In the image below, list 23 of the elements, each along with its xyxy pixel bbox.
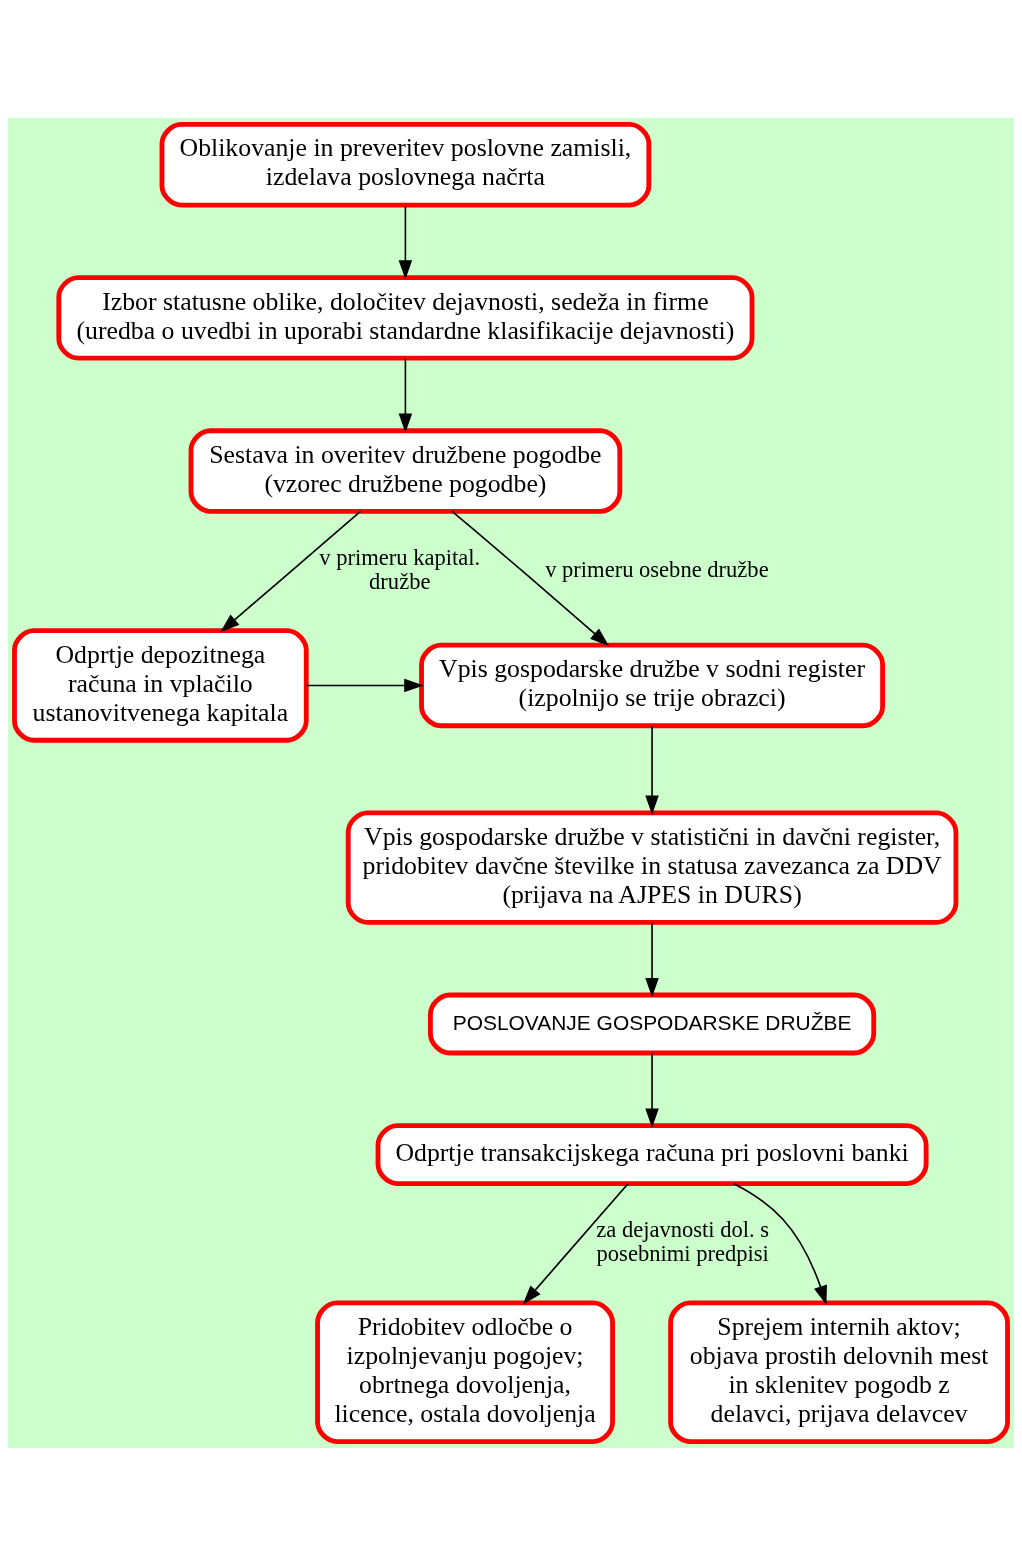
node-box: Vpis gospodarske družbe v sodni register (izpolnijo se trije obrazci) — [419, 642, 885, 728]
arrow — [645, 724, 659, 815]
arrow — [220, 510, 362, 632]
node-box: Izbor statusne oblike, določitev dejavnosti, sedeža in firme (uredba o uvedbi in uporabi standardne klasifikacije dejavnosti) — [56, 274, 755, 361]
node-box: Pridobitev odločbe o izpolnjevanju pogojev; obrtnega dovoljenja, licence, ostala dovoljenja — [315, 1300, 615, 1444]
node-box: Sestava in overitev družbene pogodbe (vzorec družbene pogodbe) — [188, 427, 623, 514]
node-box: Odprtje depozitnega računa in vplačilo ustanovitvenega kapitala — [12, 627, 309, 743]
arrow — [305, 678, 424, 692]
arrow — [451, 510, 610, 646]
arrow — [398, 357, 413, 433]
arrow — [645, 1051, 659, 1128]
node-box: Odprtje transakcijskega računa pri poslovni banki — [375, 1122, 929, 1186]
node-box: Vpis gospodarske družbe v statistični in davčni register, pridobitev davčne številke in statusa zavezanca za DDV (prijava na AJPES in DURS) — [345, 809, 959, 925]
node-box: Oblikovanje in preveritev poslovne zamisli, izdelava poslovnega načrta — [159, 121, 652, 207]
arrow — [522, 1182, 629, 1304]
edge-label: za dejavnosti dol. s posebnimi predpisi — [596, 1216, 770, 1266]
arrow — [398, 204, 413, 280]
arrow — [733, 1182, 827, 1305]
arrow — [645, 921, 659, 997]
node-box: POSLOVANJE GOSPODARSKE DRUŽBE — [427, 992, 877, 1055]
node-box: Sprejem internih aktov; objava prostih delovnih mest in sklenitev pogodb z delavci, prijava delavcev — [668, 1300, 1010, 1444]
edge-label: v primeru kapital. družbe — [319, 544, 481, 594]
edge-label: v primeru osebne družbe — [545, 556, 769, 582]
